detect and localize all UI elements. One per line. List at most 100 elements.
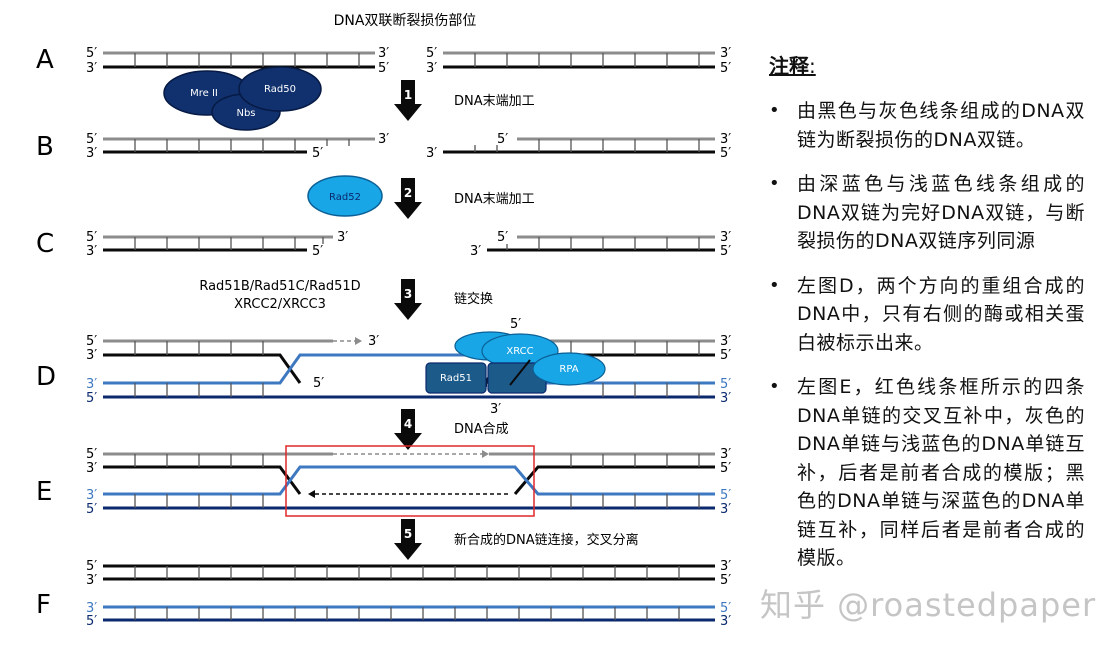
end-label: 3′ [426,146,437,161]
end-label: 5′ [86,230,97,245]
note-item: •由黑色与灰色线条组成的DNA双链为断裂损伤的DNA双链。 [769,100,1085,151]
end-label: 5′ [378,61,389,76]
step-arrow-2 [394,178,422,219]
end-label: 5′ [720,461,731,476]
end-label: 3′ [86,146,97,161]
row-label-c: C [36,229,54,259]
end-label: 3′ [720,614,731,629]
row-f-dna [103,564,715,622]
end-label: 3′ [86,244,97,259]
end-label: 3′ [720,132,731,147]
notes-panel: 注释: •由黑色与灰色线条组成的DNA双链为断裂损伤的DNA双链。 •由深蓝色与… [765,50,1085,589]
step-arrows [394,80,422,560]
end-label: 5′ [720,377,731,392]
notes-list: •由黑色与灰色线条组成的DNA双链为断裂损伤的DNA双链。 •由深蓝色与浅蓝色线… [765,97,1085,573]
rad50-protein [238,66,322,112]
row-a-dna [103,51,715,69]
diagram-title: DNA双联断裂损伤部位 [334,13,477,29]
highlight-box [285,445,535,517]
end-label: 5′ [86,334,97,349]
end-label: 3′ [720,391,731,406]
notes-title: 注释: [769,54,816,78]
end-label: 5′ [312,244,323,259]
end-label: 3′ [368,334,379,349]
end-label: 3′ [470,244,481,259]
end-label: 5′ [313,376,324,391]
row-label-b: B [36,132,54,162]
rad51-paralogs-line2: XRCC2/XRCC3 [234,297,326,312]
step-number: 1 [404,88,412,102]
step-arrow-1 [394,80,422,121]
xrcc-label: XRCC [506,346,533,357]
end-label: 5′ [720,61,731,76]
end-label: 5′ [86,447,97,462]
row-e-dna [103,445,715,517]
row-d-proteins [425,331,606,394]
end-label: 3′ [720,46,731,61]
step-arrow-4 [394,409,422,450]
step-number: 3 [404,287,412,301]
end-label: 3′ [490,402,501,417]
end-label: 5′ [312,146,323,161]
step-text: DNA末端加工 [454,94,535,109]
rpa-label: RPA [559,364,578,375]
end-label: 5′ [720,488,731,503]
end-label: 3′ [86,461,97,476]
rad51-protein [425,362,487,394]
end-label: 5′ [720,601,731,616]
end-label: 5′ [497,230,508,245]
step-arrow-5 [394,519,422,560]
mrn-complex [163,66,322,131]
end-label: 3′ [720,559,731,574]
end-label: 3′ [86,488,97,503]
end-label: 5′ [86,46,97,61]
step-text: 新合成的DNA链连接，交叉分离 [454,532,639,548]
end-label: 5′ [86,614,97,629]
end-label: 5′ [86,559,97,574]
end-label: 3′ [337,230,348,245]
note-item: •由深蓝色与浅蓝色线条组成的DNA双链为完好DNA双链，与断裂损伤的DNA双链序… [769,173,1085,252]
end-label: 3′ [86,601,97,616]
end-label: 5′ [720,348,731,363]
rpa-protein [532,352,606,386]
mre11-label: Mre II [190,88,218,99]
rad51-paralogs-line1: Rad51B/Rad51C/Rad51D [199,279,360,294]
row-b-dna [103,137,715,154]
end-label: 5′ [86,502,97,517]
row-label-e: E [36,477,52,507]
end-label: 5′ [510,317,521,332]
end-label: 3′ [86,573,97,588]
row-label-a: A [36,45,54,75]
rad52-label: Rad52 [329,192,361,203]
step-text: DNA合成 [454,422,509,437]
step-number: 4 [404,417,412,431]
rad51-label: Rad51 [440,373,472,384]
end-label: 3′ [86,377,97,392]
end-label: 5′ [720,573,731,588]
end-label: 3′ [86,348,97,363]
end-label: 3′ [720,230,731,245]
rad52-protein [307,175,383,217]
end-label: 3′ [720,334,731,349]
end-label: 3′ [86,61,97,76]
nbs-label: Nbs [236,108,255,119]
step-arrow-3 [394,279,422,320]
row-label-d: D [36,362,56,392]
step-text: DNA末端加工 [454,192,535,207]
watermark: 知乎 @roastedpaper [760,586,1097,624]
step-text: 链交换 [454,291,493,307]
end-label: 5′ [86,132,97,147]
end-label: 3′ [720,502,731,517]
step-number: 5 [404,527,412,541]
end-label: 3′ [378,46,389,61]
end-label: 3′ [378,132,389,147]
end-label: 5′ [720,146,731,161]
rad50-label: Rad50 [264,84,296,95]
row-c-dna [103,235,715,252]
end-label: 5′ [426,46,437,61]
end-label: 5′ [86,391,97,406]
end-label: 5′ [497,132,508,147]
step-number: 2 [404,186,412,200]
note-item: •左图D，两个方向的重组合成的DNA中，只有右侧的酶或相关蛋白被标示出来。 [769,274,1085,354]
